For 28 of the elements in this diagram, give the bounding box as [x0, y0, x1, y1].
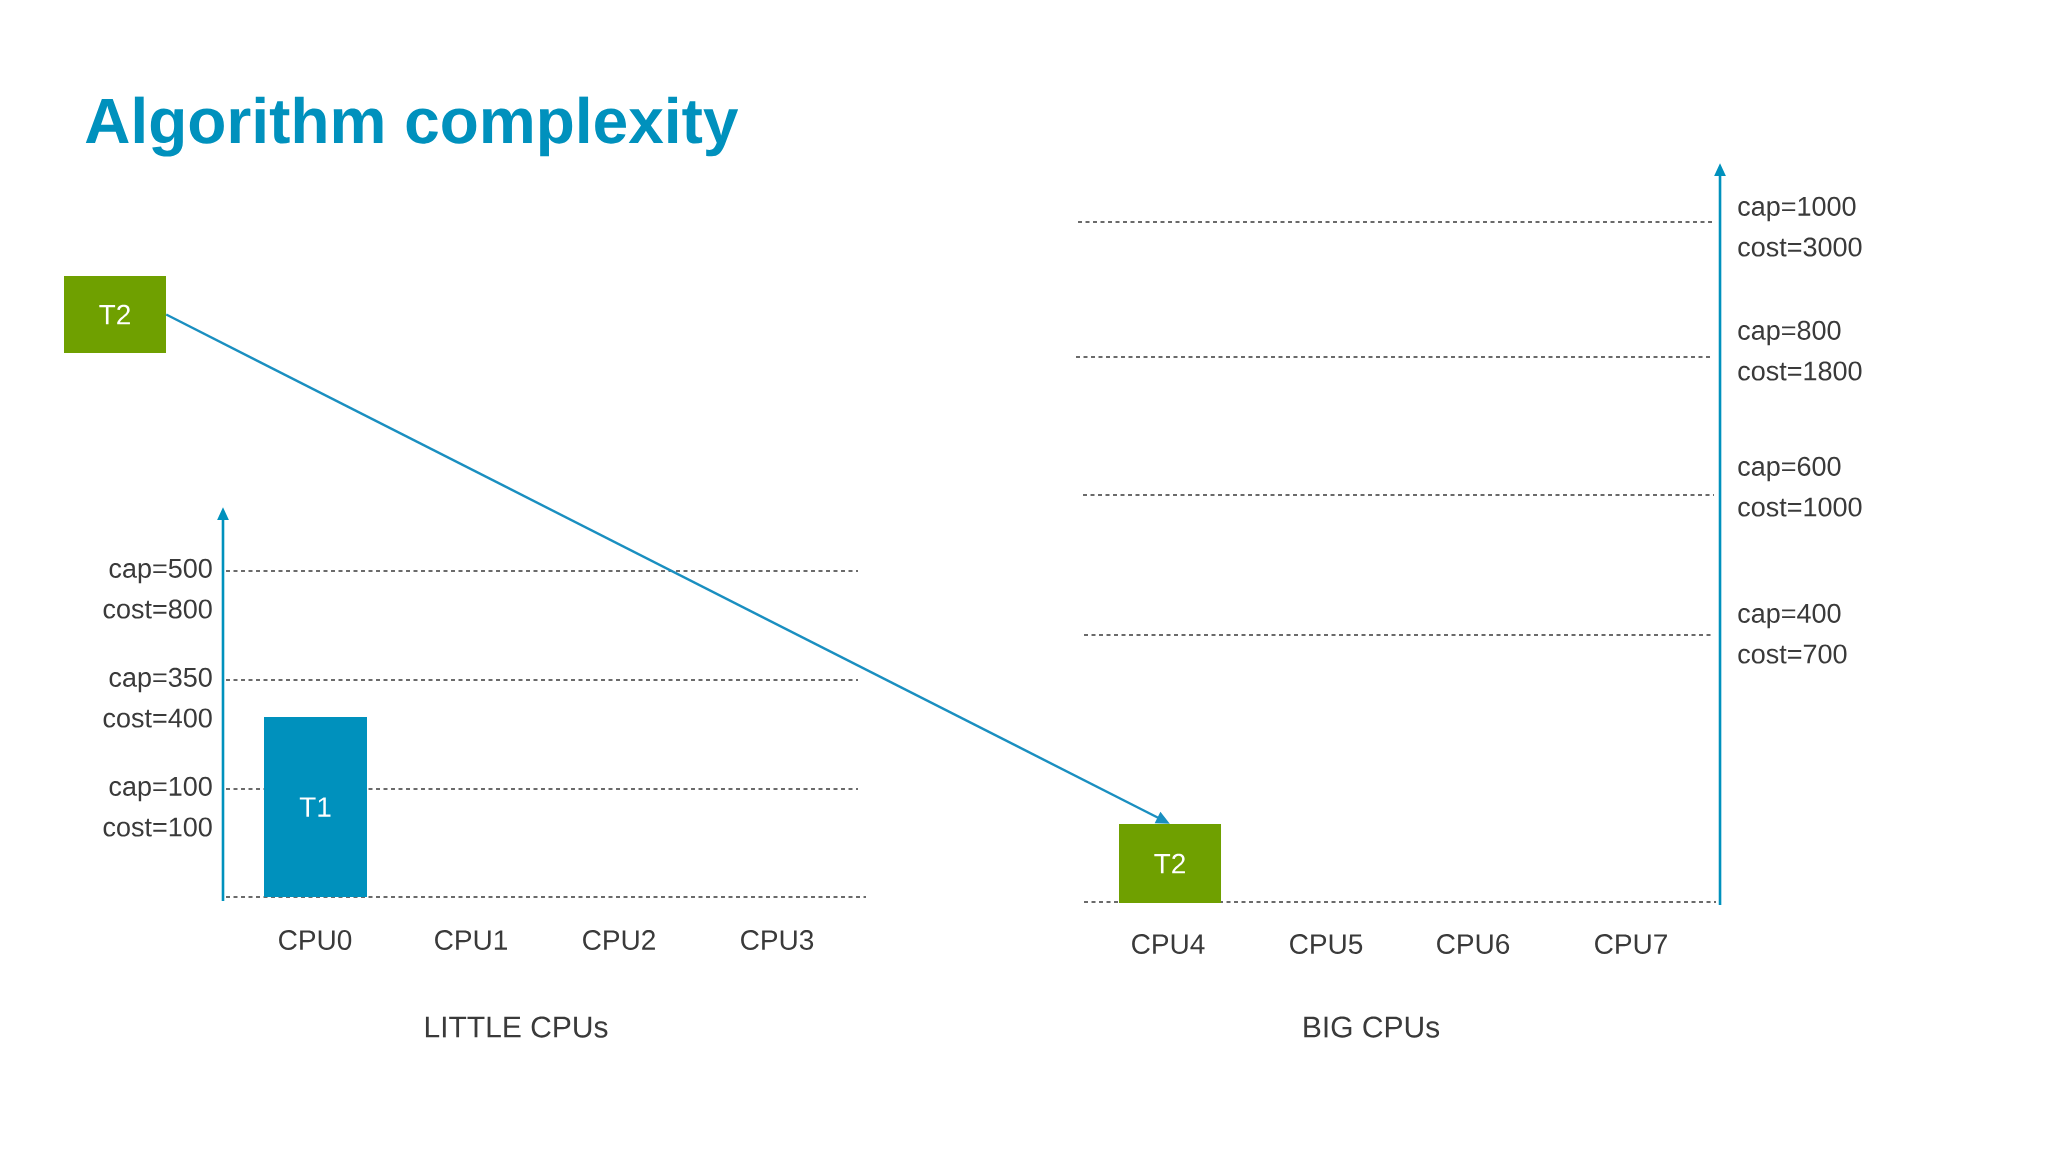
cpu-label: CPU2	[583, 930, 655, 950]
cpu-label: CPU3	[741, 930, 814, 950]
axis-label: cap=600	[1738, 456, 1841, 482]
axis-label: cap=1000	[1738, 196, 1856, 222]
group-label: BIG CPUs	[1304, 1016, 1440, 1038]
axis-label: cost=100	[103, 817, 212, 837]
cpu-label: CPU6	[1437, 934, 1510, 954]
axis-label: cap=800	[1738, 320, 1841, 346]
task-box: T1	[264, 717, 367, 897]
axis-label: cap=350	[109, 667, 212, 693]
axis-label: cap=100	[109, 776, 212, 802]
task-box: T2	[1119, 824, 1221, 903]
cpu-label: CPU4	[1132, 934, 1205, 954]
cpu-label: CPU7	[1595, 934, 1667, 954]
title: Algorithm complexity	[85, 96, 739, 157]
axis-label: cost=700	[1738, 644, 1847, 664]
axis-label: cost=1000	[1738, 497, 1862, 517]
task-box: T2	[64, 276, 166, 353]
group-label: LITTLE CPUs	[425, 1016, 608, 1038]
axis-label: cost=400	[103, 708, 212, 728]
axis-label: cap=500	[109, 558, 212, 584]
axis-label: cost=800	[103, 599, 212, 619]
axis-label: cap=400	[1738, 603, 1841, 629]
axis-label: cost=3000	[1738, 237, 1862, 257]
axis-label: cost=1800	[1738, 361, 1862, 381]
cpu-label: CPU1	[435, 930, 507, 950]
cpu-label: CPU5	[1290, 934, 1363, 954]
cpu-label: CPU0	[279, 930, 352, 950]
